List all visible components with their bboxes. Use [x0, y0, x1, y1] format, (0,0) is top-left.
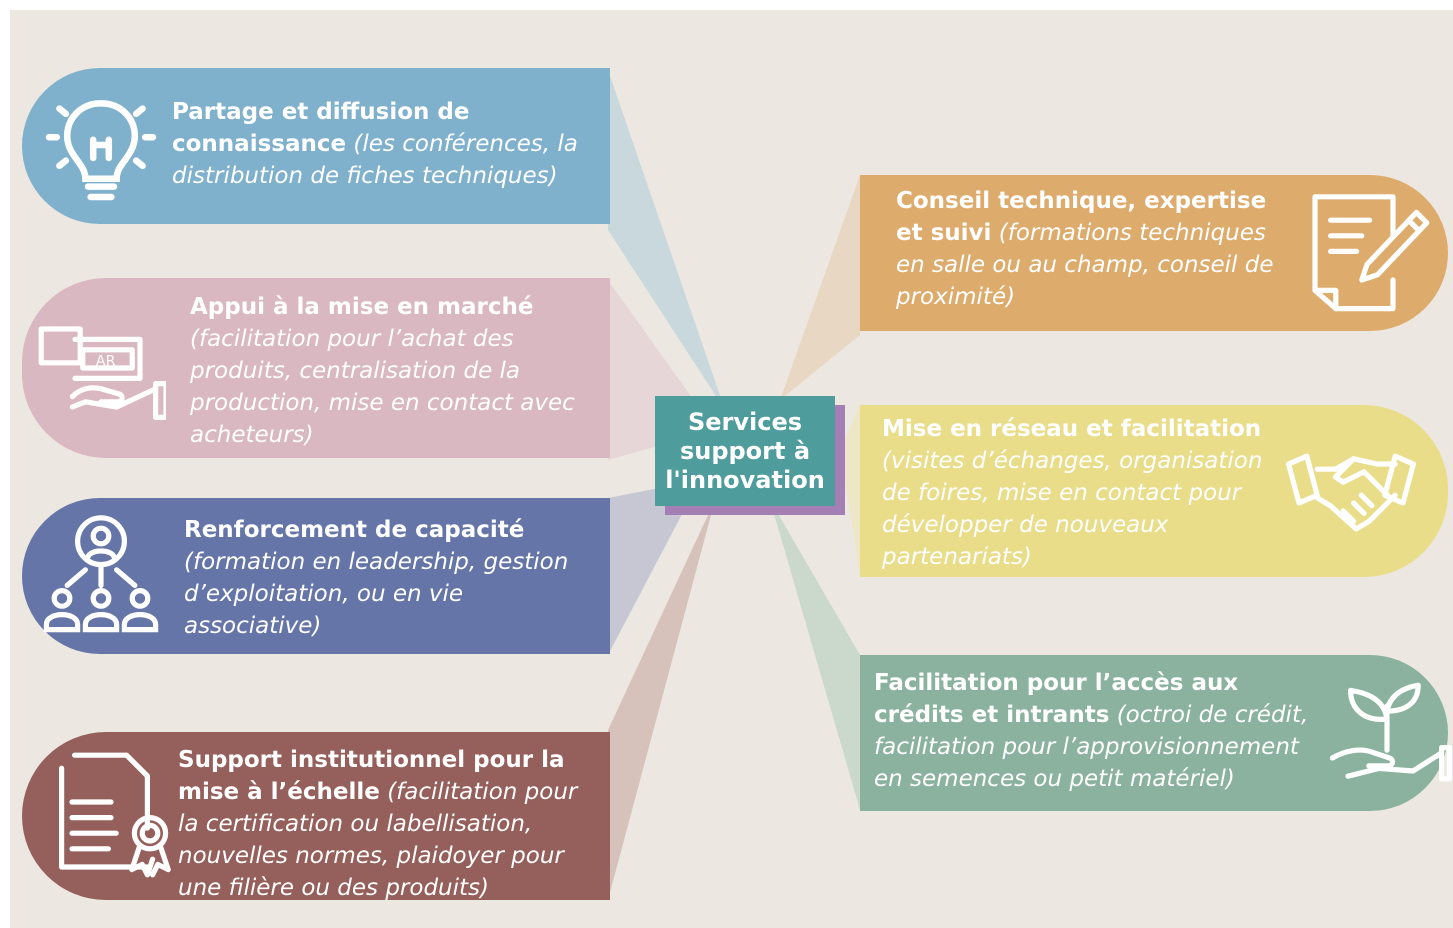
- card-text: Support institutionnel pour la mise à l’…: [178, 744, 590, 904]
- card-title: Renforcement de capacité: [184, 517, 525, 543]
- card-title: Appui à la mise en marché: [190, 294, 534, 320]
- wedge-institutionnel: [608, 500, 715, 900]
- money-hand-icon: AR: [36, 303, 169, 433]
- wedge-reseau: [840, 405, 860, 575]
- card-title: Facilitation pour l’accès aux crédits et…: [874, 670, 1239, 728]
- card-text: Conseil technique, expertise et suivi (f…: [896, 185, 1296, 313]
- diagram-canvas: Partage et diffusion de connaissance (le…: [10, 10, 1453, 928]
- card-credit: Facilitation pour l’accès aux crédits et…: [860, 655, 1452, 811]
- card-title: Partage et diffusion de connaissance: [172, 99, 470, 157]
- card-text: Partage et diffusion de connaissance (le…: [172, 96, 592, 192]
- card-conseil: Conseil technique, expertise et suivi (f…: [860, 175, 1448, 331]
- card-title: Conseil technique, expertise et suivi: [896, 188, 1267, 246]
- card-text: Mise en réseau et facilitation (visites …: [882, 413, 1282, 573]
- card-detail: (formations techniques en salle ou au ch…: [896, 220, 1274, 310]
- certificate-icon: [46, 750, 176, 880]
- wedge-partage: [608, 70, 725, 410]
- card-marche: AR Appui à la mise en marché (facilitati…: [22, 278, 610, 458]
- card-detail: (facilitation pour l’achat des produits,…: [190, 326, 575, 448]
- icon-label: AR: [96, 353, 116, 369]
- lightbulb-icon: [36, 80, 166, 210]
- card-title: Support institutionnel pour la mise à l’…: [178, 747, 565, 805]
- card-partage: Partage et diffusion de connaissance (le…: [22, 68, 610, 224]
- document-pen-icon: [1302, 189, 1432, 319]
- card-detail: (les conférences, la distribution de fic…: [172, 131, 578, 189]
- card-detail: (octroi de crédit, facilitation pour l’a…: [874, 702, 1309, 792]
- card-detail: (formation en leadership, gestion d’expl…: [184, 549, 569, 639]
- card-institutionnel: Support institutionnel pour la mise à l’…: [22, 732, 610, 901]
- wedge-capacite: [608, 480, 700, 655]
- card-text: Renforcement de capacité (formation en l…: [184, 514, 594, 642]
- center-label: Services support à l'innovation: [665, 407, 825, 494]
- card-detail: (visites d’échanges, organisation de foi…: [882, 448, 1263, 570]
- card-text: Appui à la mise en marché (facilitation …: [190, 291, 590, 451]
- card-reseau: Mise en réseau et facilitation (visites …: [860, 405, 1448, 577]
- wedge-credit: [770, 500, 860, 810]
- card-title: Mise en réseau et facilitation: [882, 416, 1262, 442]
- handshake-icon: [1286, 425, 1416, 555]
- plant-hand-icon: [1322, 667, 1452, 797]
- center-box: Services support à l'innovation: [655, 396, 835, 506]
- team-training-icon: [36, 510, 166, 640]
- card-capacite: Renforcement de capacité (formation en l…: [22, 498, 610, 654]
- wedge-conseil: [780, 175, 860, 400]
- card-detail: (facilitation pour la certification ou l…: [178, 779, 578, 901]
- card-text: Facilitation pour l’accès aux crédits et…: [874, 667, 1314, 795]
